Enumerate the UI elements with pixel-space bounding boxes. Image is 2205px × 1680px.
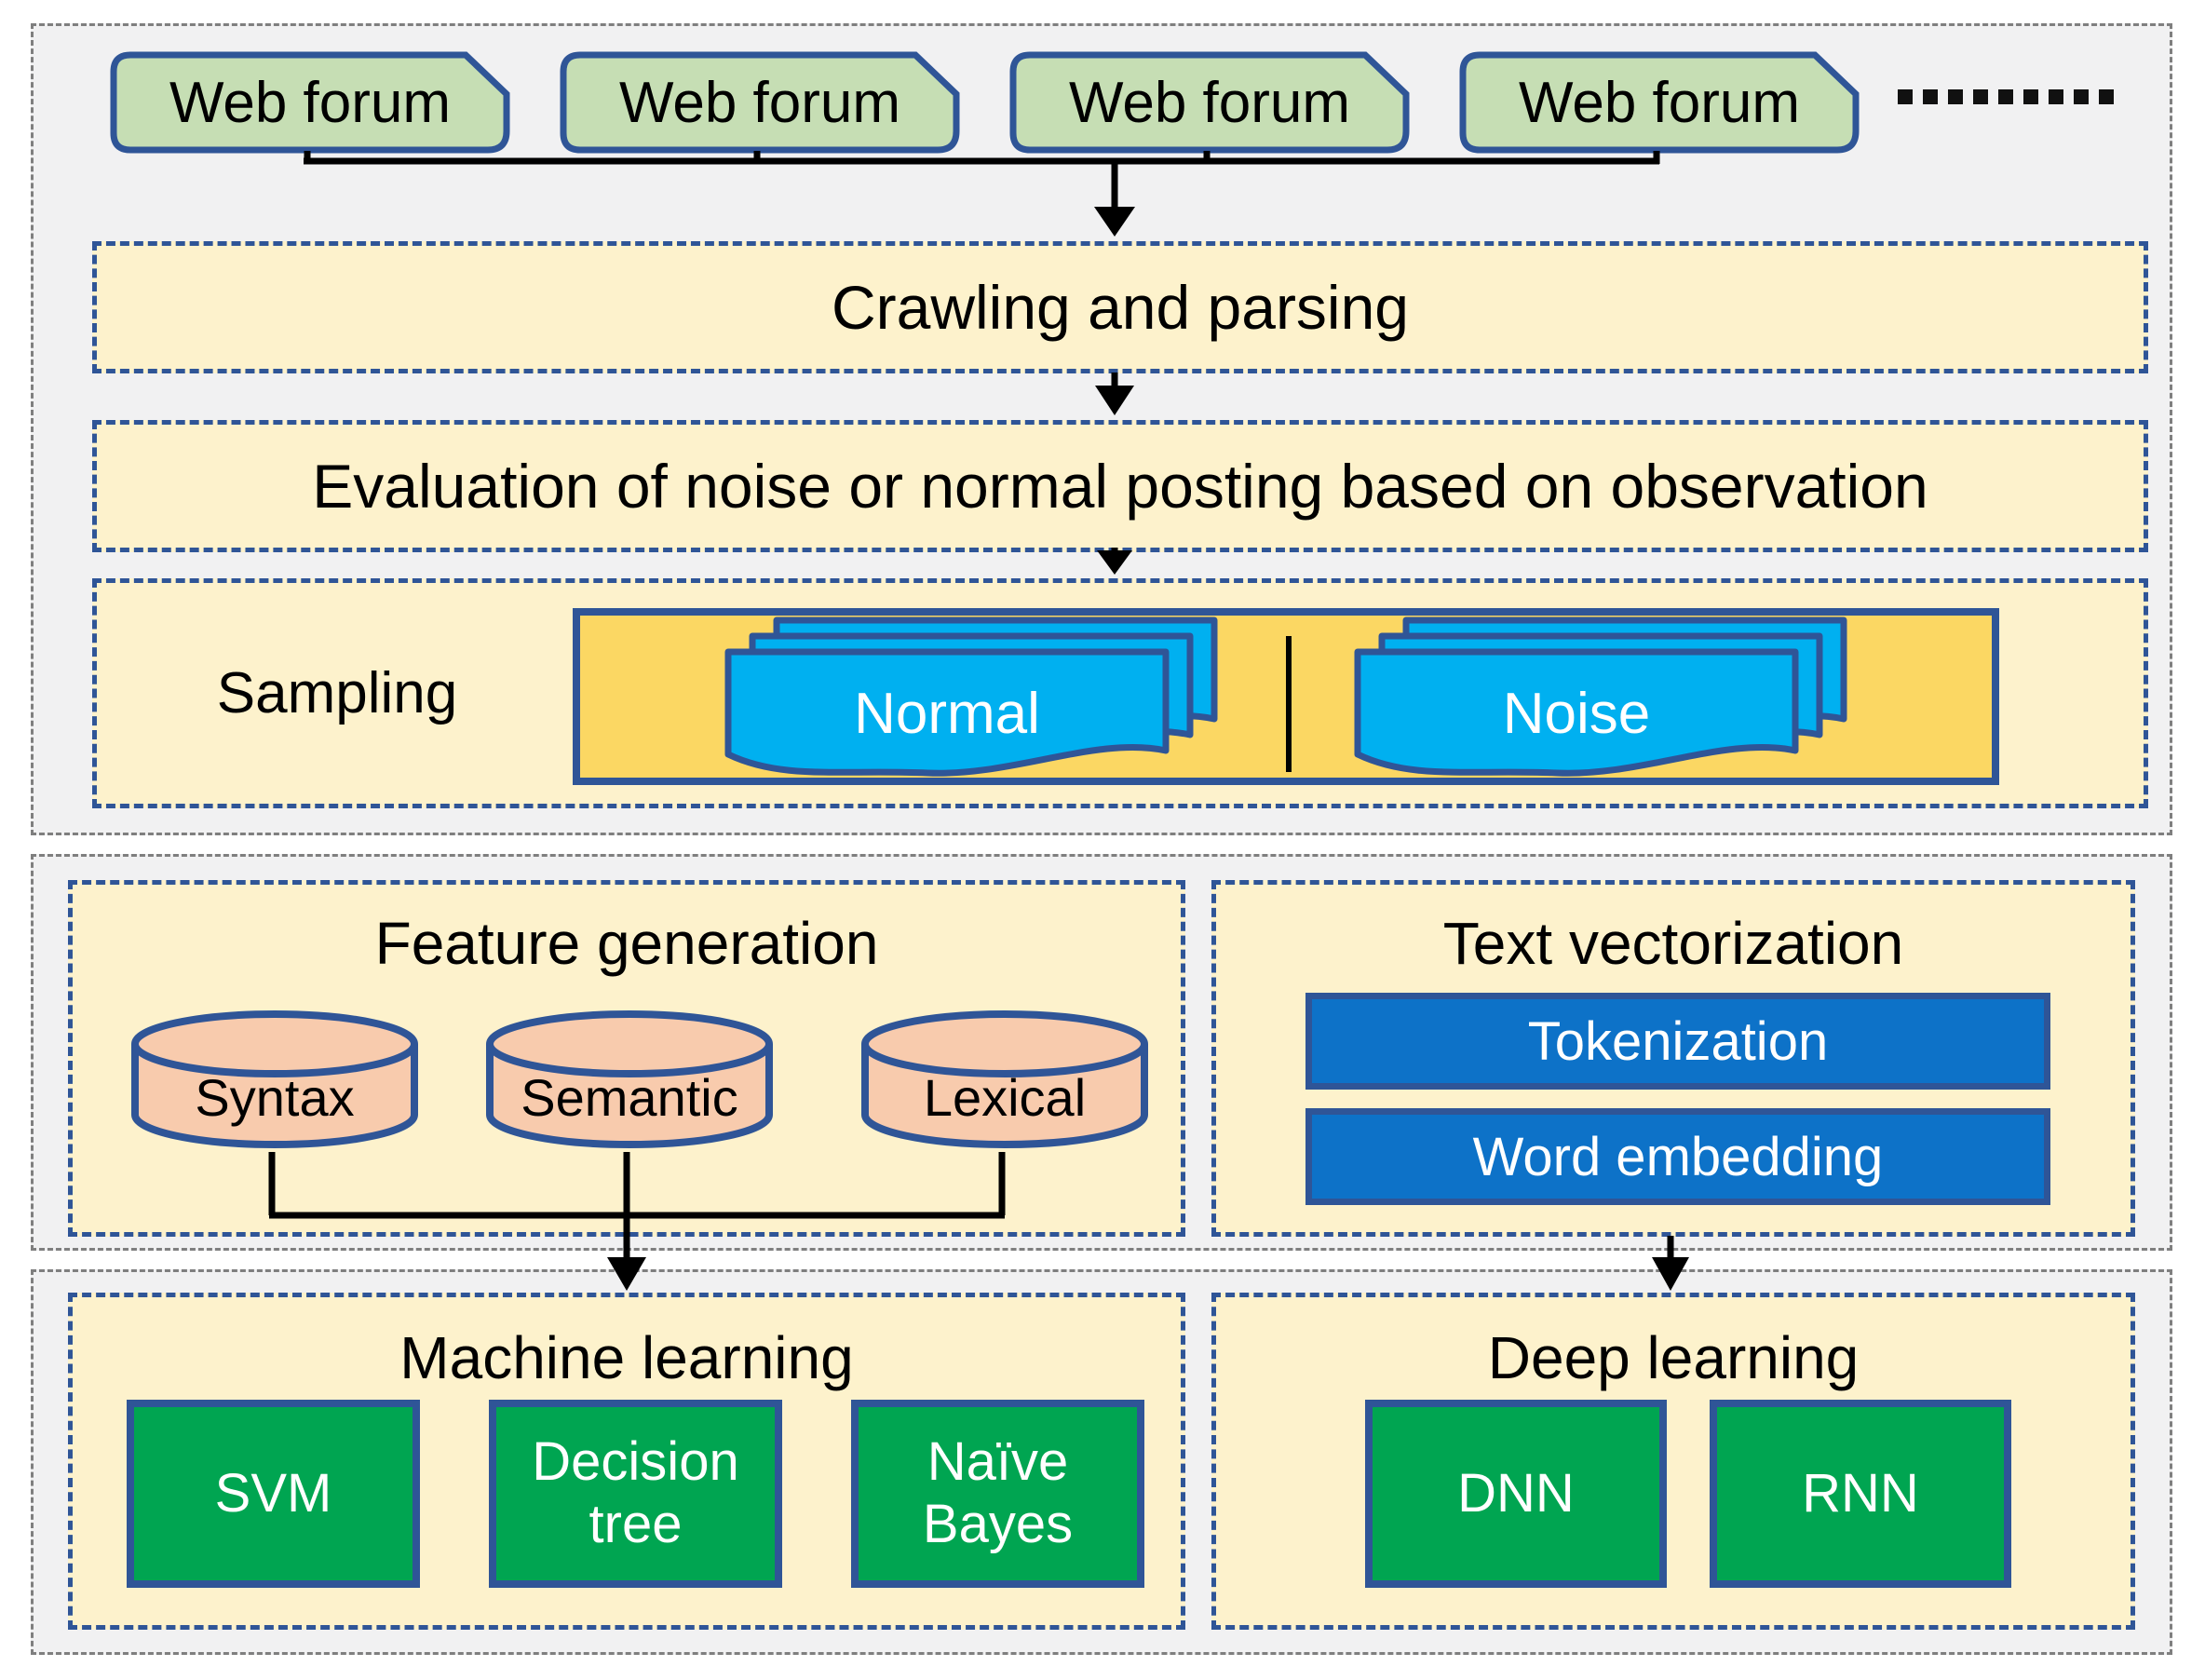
folded-card-icon	[560, 51, 960, 154]
folded-card-icon	[110, 51, 510, 154]
noise-label: Noise	[1502, 681, 1651, 746]
web-forum-box-2: Web forum	[560, 51, 960, 154]
web-forum-label: Web forum	[1518, 70, 1801, 135]
syntax-label: Syntax	[195, 1067, 355, 1127]
svm-label: SVM	[214, 1462, 332, 1524]
crawling-parsing-box: Crawling and parsing	[92, 241, 2148, 373]
web-forum-label: Web forum	[169, 70, 452, 135]
evaluation-label: Evaluation of noise or normal posting ba…	[312, 452, 1928, 521]
learning-group: Machine learning SVM Decision tree Naïve…	[31, 1269, 2172, 1655]
deep-learning-title: Deep learning	[1487, 1324, 1860, 1391]
svm-box: SVM	[127, 1400, 420, 1588]
cylinder-lexical: Lexical	[858, 1007, 1152, 1154]
rnn-label: RNN	[1802, 1462, 1919, 1524]
folded-card-icon	[1009, 51, 1410, 154]
deep-learning-box: Deep learning DNN RNN	[1211, 1293, 2135, 1630]
crawling-parsing-label: Crawling and parsing	[831, 273, 1409, 342]
class-divider-line	[1286, 636, 1292, 772]
rnn-box: RNN	[1710, 1400, 2011, 1588]
cylinder-semantic: Semantic	[482, 1007, 777, 1154]
text-vectorization-title: Text vectorization	[1442, 910, 1904, 977]
feature-generation-title: Feature generation	[374, 910, 879, 977]
machine-learning-title: Machine learning	[399, 1324, 854, 1391]
sampling-label: Sampling	[216, 661, 458, 725]
word-embedding-step: Word embedding	[1305, 1108, 2050, 1205]
web-forum-box-1: Web forum	[110, 51, 510, 154]
decision-tree-label: Decision tree	[532, 1431, 739, 1554]
text-vectorization-box: Text vectorization Tokenization Word emb…	[1211, 880, 2135, 1237]
word-embedding-label: Word embedding	[1472, 1126, 1884, 1187]
ellipsis-dashes-icon	[1898, 89, 2114, 104]
feature-generation-box: Feature generation Syntax Semantic	[68, 880, 1185, 1237]
dnn-label: DNN	[1457, 1462, 1575, 1524]
semantic-label: Semantic	[521, 1067, 738, 1127]
sampling-box: Sampling Normal	[92, 578, 2148, 808]
lexical-label: Lexical	[923, 1067, 1087, 1127]
cylinder-syntax: Syntax	[128, 1007, 422, 1154]
web-forum-box-4: Web forum	[1459, 51, 1860, 154]
folded-card-icon	[1459, 51, 1860, 154]
web-forum-label: Web forum	[618, 70, 901, 135]
naive-bayes-label: Naïve Bayes	[922, 1431, 1074, 1554]
feature-extraction-group: Feature generation Syntax Semantic	[31, 854, 2172, 1251]
tokenization-label: Tokenization	[1527, 1010, 1829, 1072]
tokenization-step: Tokenization	[1305, 993, 2050, 1090]
dnn-box: DNN	[1365, 1400, 1667, 1588]
noise-documents-icon: Noise	[1354, 616, 1847, 780]
normal-label: Normal	[854, 681, 1040, 746]
decision-tree-box: Decision tree	[489, 1400, 782, 1588]
evaluation-box: Evaluation of noise or normal posting ba…	[92, 420, 2148, 552]
web-forum-label: Web forum	[1068, 70, 1351, 135]
normal-documents-icon: Normal	[724, 616, 1218, 780]
web-forum-box-3: Web forum	[1009, 51, 1410, 154]
data-collection-group: Web forum Web forum Web forum Web forum …	[31, 23, 2172, 835]
machine-learning-box: Machine learning SVM Decision tree Naïve…	[68, 1293, 1185, 1630]
sample-classes-panel: Normal Noise	[573, 608, 1999, 785]
naive-bayes-box: Naïve Bayes	[851, 1400, 1144, 1588]
